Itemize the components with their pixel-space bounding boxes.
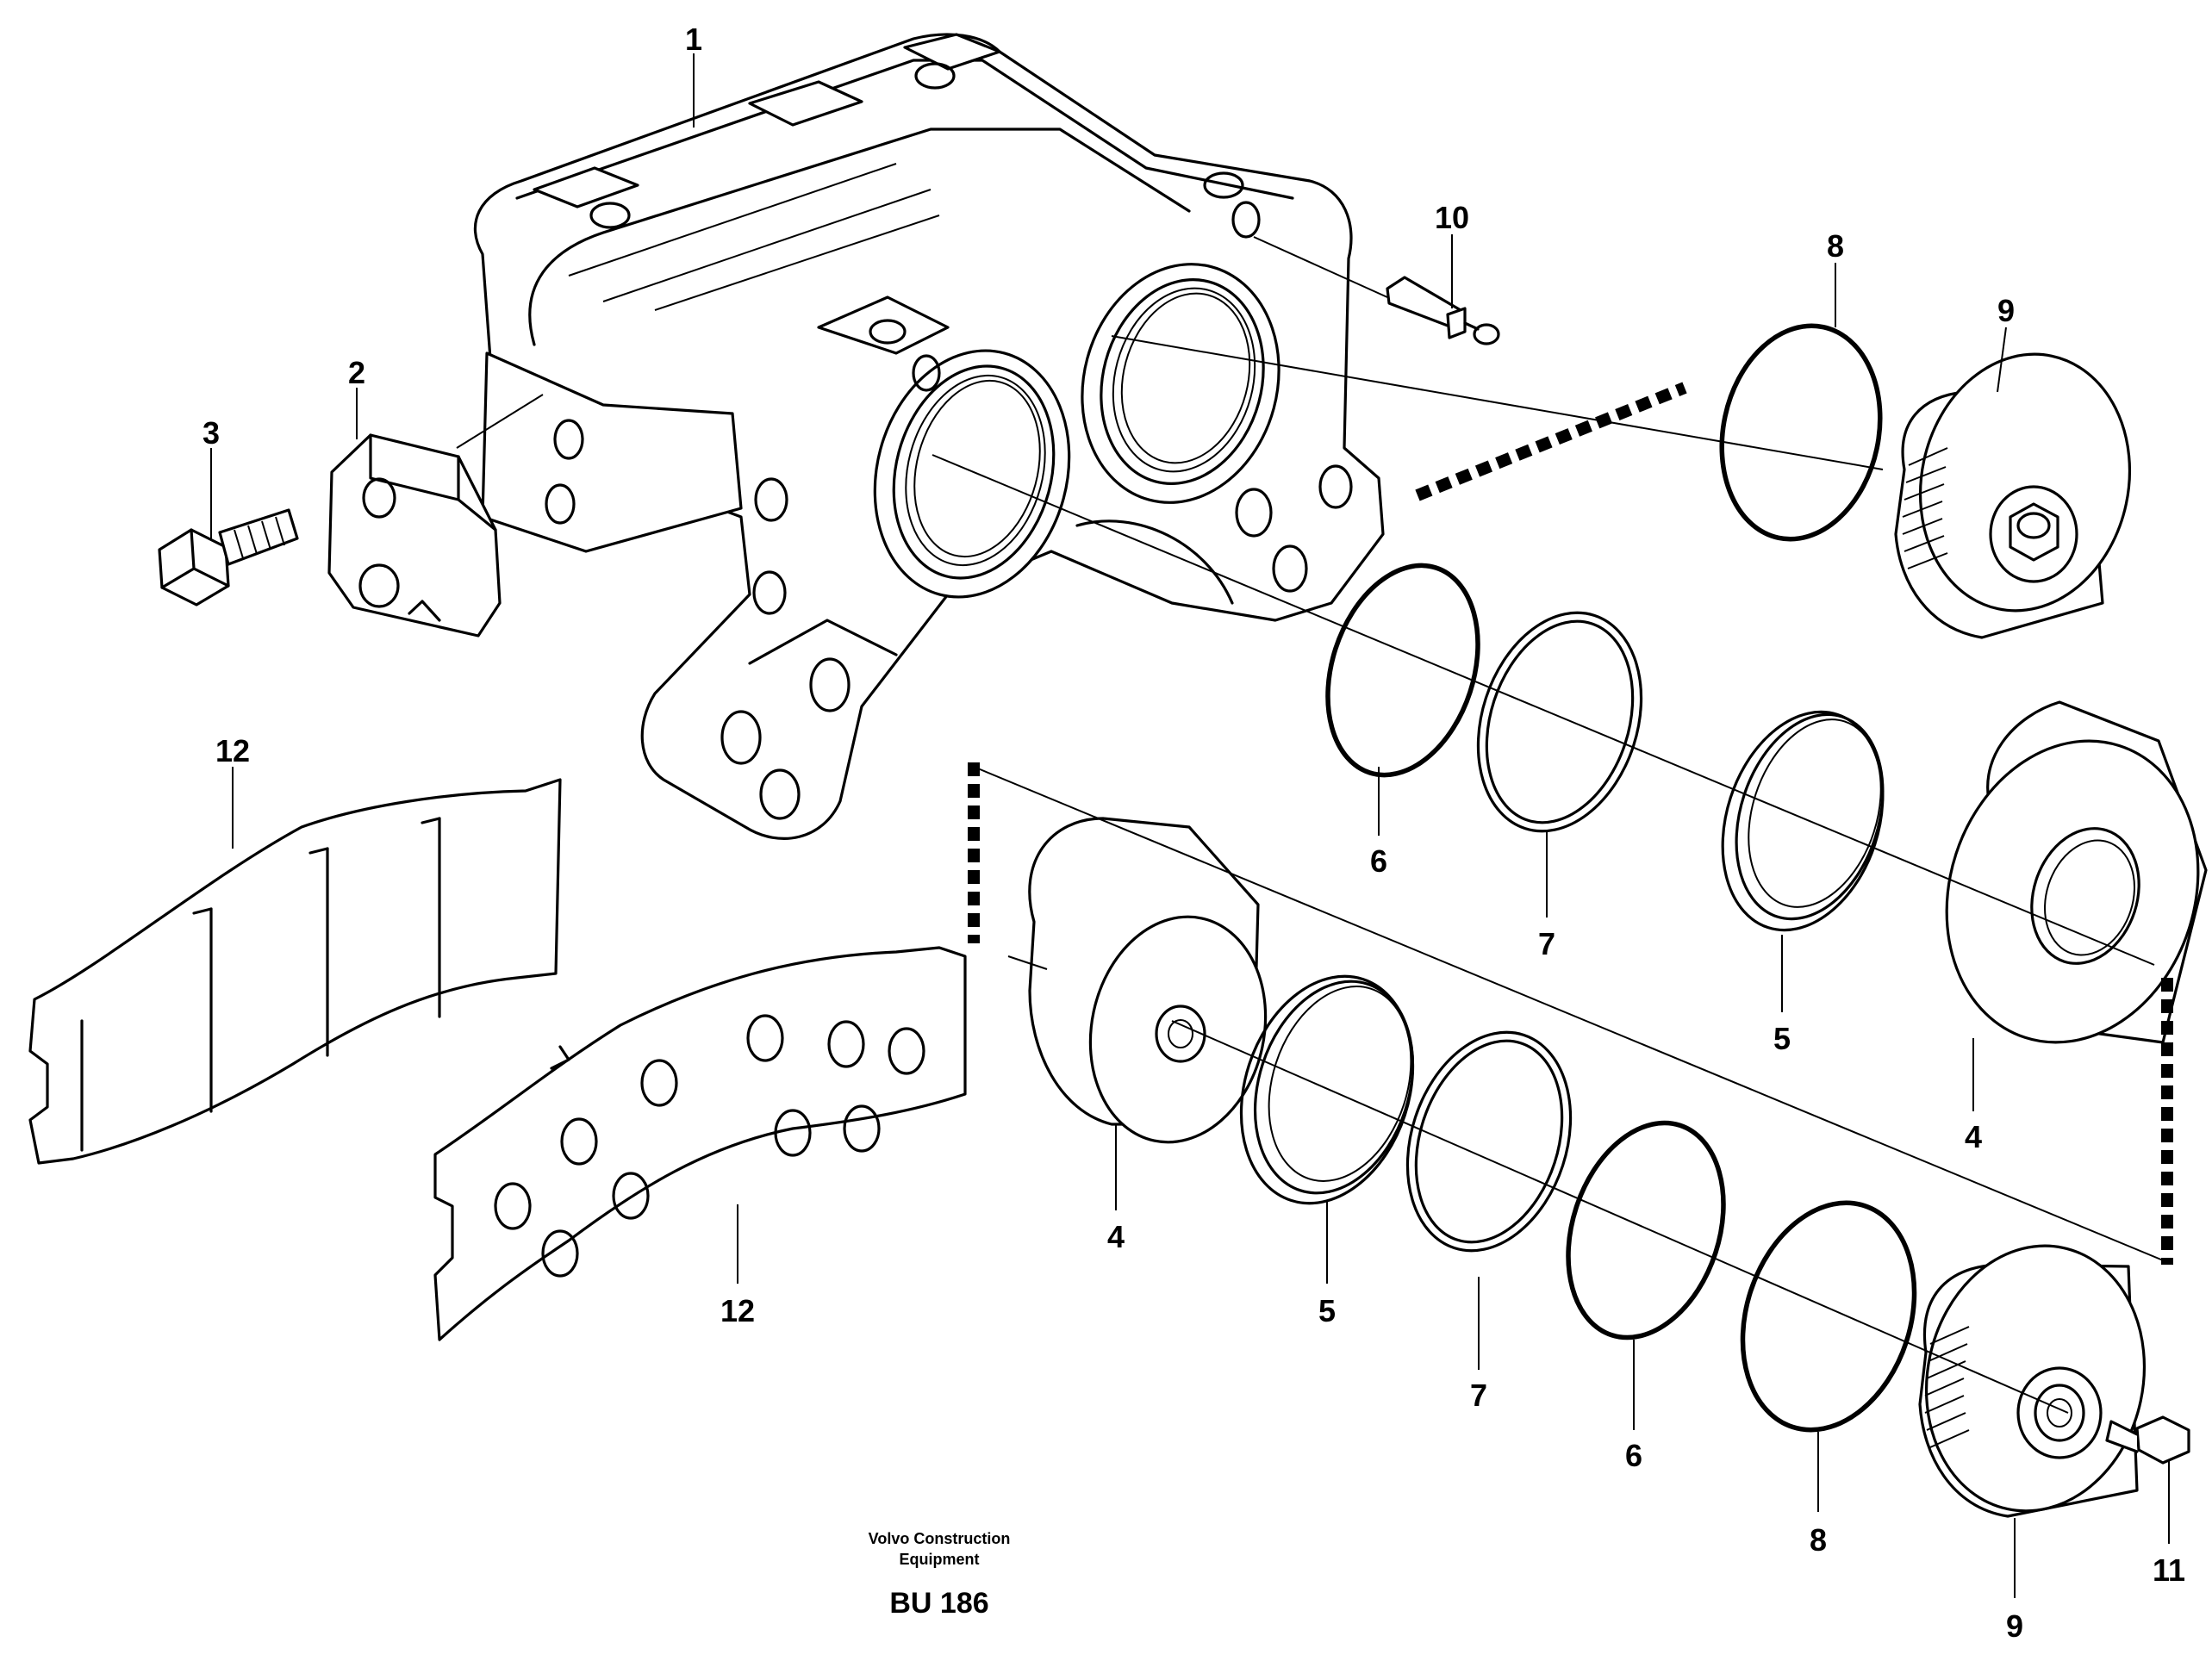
piston-4-top — [1945, 700, 2208, 1044]
footer-code: BU 186 — [889, 1587, 988, 1620]
caliper-housing — [473, 33, 1385, 840]
callout-1: 1 — [685, 22, 702, 57]
footer: Volvo Construction Equipment BU 186 — [869, 1530, 1011, 1620]
callout-11: 11 — [2153, 1552, 2185, 1588]
callout-9-bottom: 9 — [2006, 1608, 2023, 1644]
o-ring-8-bottom — [1740, 1200, 1917, 1433]
bore-right — [1081, 263, 1280, 504]
callout-6-top: 6 — [1370, 843, 1387, 879]
callout-4-top: 4 — [1965, 1119, 1982, 1154]
dust-boot-5-top — [1721, 710, 1885, 932]
callout-12-left: 12 — [215, 733, 250, 768]
callout-numbers: 1 2 3 10 8 9 12 12 6 7 5 4 4 5 7 6 8 9 1… — [203, 22, 2185, 1644]
seal-ring-7-bottom — [1405, 1030, 1573, 1253]
callout-5-top: 5 — [1773, 1021, 1791, 1056]
bleed-nipple — [1386, 276, 1500, 345]
assembly-guide-lines — [456, 236, 2173, 1435]
cover-9-bottom — [1918, 1244, 2147, 1518]
callout-8-bottom: 8 — [1810, 1522, 1827, 1558]
piston-4-bottom — [1028, 817, 1268, 1144]
seal-ring-7-top — [1476, 611, 1643, 833]
callout-9-top: 9 — [1997, 293, 2015, 328]
o-ring-6-top — [1325, 563, 1480, 778]
callout-7-bottom: 7 — [1470, 1378, 1487, 1413]
brake-pad-backing — [433, 946, 967, 1341]
callout-8-top: 8 — [1827, 228, 1844, 264]
o-ring-8-top — [1719, 323, 1883, 542]
o-ring-6-bottom — [1566, 1120, 1726, 1340]
callout-2: 2 — [348, 355, 365, 390]
retainer-plate — [327, 433, 502, 638]
callout-3: 3 — [203, 415, 220, 451]
bolt — [158, 508, 299, 606]
footer-brand-line-1: Volvo Construction — [869, 1530, 1011, 1547]
callout-10: 10 — [1435, 200, 1469, 235]
callout-5-bottom: 5 — [1318, 1293, 1336, 1328]
bore-left — [873, 349, 1071, 599]
callout-4-bottom: 4 — [1107, 1219, 1125, 1254]
callout-6-bottom: 6 — [1625, 1438, 1642, 1473]
callout-7-top: 7 — [1538, 926, 1555, 961]
footer-brand-line-2: Equipment — [900, 1551, 980, 1568]
dust-boot-5-bottom — [1239, 974, 1415, 1205]
callout-12-right: 12 — [720, 1293, 755, 1328]
plug-screw — [2105, 1415, 2190, 1465]
cover-9-top — [1894, 352, 2132, 639]
leader-lines — [210, 53, 2170, 1598]
brake-pad-lining — [28, 778, 562, 1165]
